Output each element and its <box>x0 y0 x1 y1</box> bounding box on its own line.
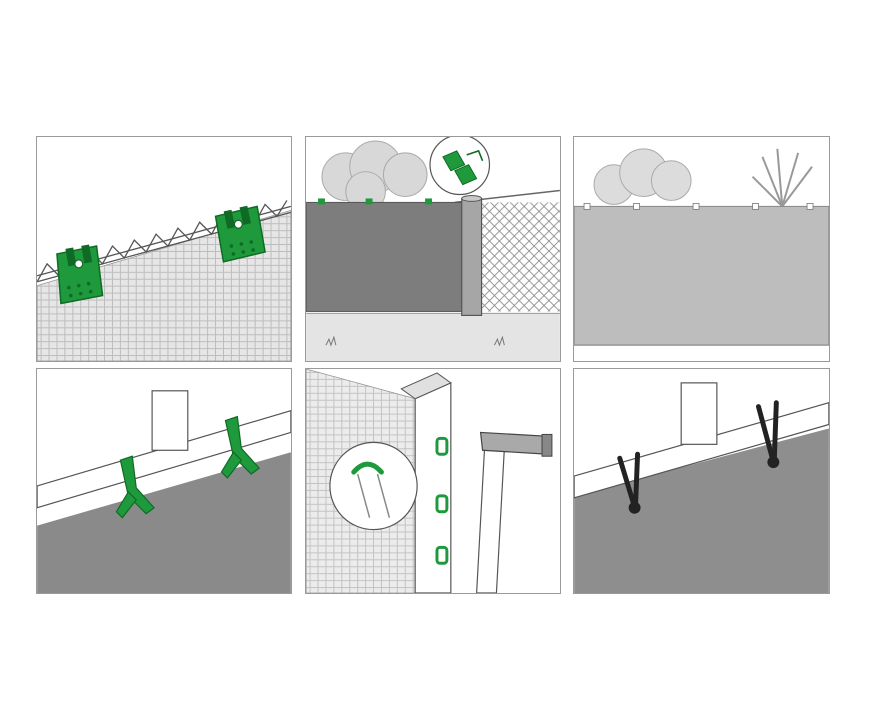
staple-callout-icon <box>329 441 418 531</box>
staple-hammer-illustration <box>306 369 553 593</box>
tree-icon <box>321 140 428 212</box>
panel-full-fence-view <box>573 136 830 362</box>
board-post-icon <box>680 382 718 445</box>
green-clip-icon <box>56 244 104 305</box>
clamp-icon <box>115 455 155 519</box>
panel-board-clamps <box>36 368 292 594</box>
shade-screen <box>306 201 464 312</box>
board-post-icon <box>151 390 189 451</box>
clip-callout-icon <box>429 137 491 196</box>
grass-tufts <box>325 335 505 347</box>
panel-bungee-ties <box>573 368 830 594</box>
top-rail <box>37 409 291 509</box>
post-staple-marks <box>435 436 449 565</box>
post-icon <box>461 194 483 317</box>
bungee-ball <box>628 501 641 514</box>
panel-wire-clips <box>36 136 292 362</box>
screen-clip-marks <box>318 198 433 205</box>
bungee-cord-icon <box>617 451 641 507</box>
board-clamps-illustration <box>37 390 291 593</box>
full-fence-illustration <box>574 148 829 346</box>
shade-screen <box>37 452 291 593</box>
installed-screen-illustration <box>306 137 560 361</box>
screen-clip-marks <box>583 203 814 210</box>
hammer-icon <box>476 431 553 593</box>
bungee-ties-illustration <box>574 382 829 593</box>
panel-staple-hammer <box>305 368 561 594</box>
ground-slab <box>306 313 560 361</box>
tree-icon <box>593 148 692 205</box>
shade-screen <box>574 205 829 346</box>
shade-screen <box>574 428 829 593</box>
palm-icon <box>751 148 813 208</box>
bungee-cord-icon <box>756 400 779 461</box>
panel-installed-screen-post <box>305 136 561 362</box>
wire-clips-illustration <box>37 200 291 361</box>
wood-post-top <box>400 372 452 400</box>
bungee-ball <box>767 456 780 469</box>
green-clip-icon <box>214 205 266 263</box>
clamp-icon <box>220 415 261 479</box>
